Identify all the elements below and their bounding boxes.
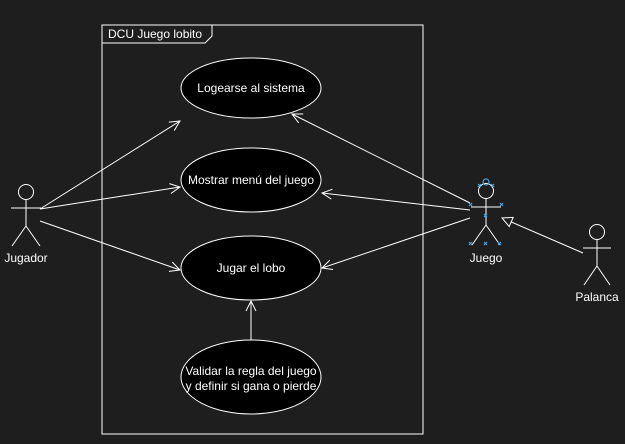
use-case-validate[interactable]: Validar la regla del juego y definir si … bbox=[180, 339, 322, 415]
actor-jugador[interactable]: Jugador bbox=[4, 184, 48, 266]
selection-handles[interactable] bbox=[468, 178, 504, 246]
assoc-jugador-menu[interactable] bbox=[39, 187, 180, 210]
frame-title-tab bbox=[101, 24, 213, 44]
actor-juego-label: Juego bbox=[470, 251, 503, 265]
assoc-jugador-play[interactable] bbox=[39, 220, 180, 270]
actor-palanca-label: Palanca bbox=[575, 290, 619, 304]
assoc-jugador-login[interactable] bbox=[39, 121, 180, 210]
use-case-play[interactable]: Jugar el lobo bbox=[180, 235, 322, 301]
use-case-menu[interactable]: Mostrar menú del juego bbox=[180, 147, 322, 213]
actor-juego-head bbox=[478, 183, 494, 199]
use-case-validate-label-line1: Validar la regla del juego bbox=[185, 364, 317, 378]
actor-jugador-head bbox=[18, 184, 34, 200]
frame-title: DCU Juego lobito bbox=[108, 27, 202, 41]
assoc-juego-play[interactable] bbox=[322, 217, 471, 268]
use-case-login-label: Logearse al sistema bbox=[197, 81, 305, 95]
use-case-validate-label-line2: y definir si gana o pierde bbox=[186, 379, 317, 393]
use-case-play-label: Jugar el lobo bbox=[217, 261, 286, 275]
assoc-juego-login[interactable] bbox=[292, 114, 471, 204]
use-case-menu-label: Mostrar menú del juego bbox=[188, 173, 314, 187]
system-frame[interactable]: DCU Juego lobito bbox=[101, 24, 424, 435]
actor-palanca[interactable]: Palanca bbox=[575, 224, 619, 305]
actor-jugador-label: Jugador bbox=[4, 251, 47, 265]
generalization-palanca-juego[interactable] bbox=[500, 216, 584, 254]
actor-juego[interactable]: Juego bbox=[468, 178, 504, 265]
actor-palanca-head bbox=[589, 224, 605, 240]
use-case-login[interactable]: Logearse al sistema bbox=[180, 57, 322, 119]
assoc-juego-menu[interactable] bbox=[322, 193, 471, 211]
